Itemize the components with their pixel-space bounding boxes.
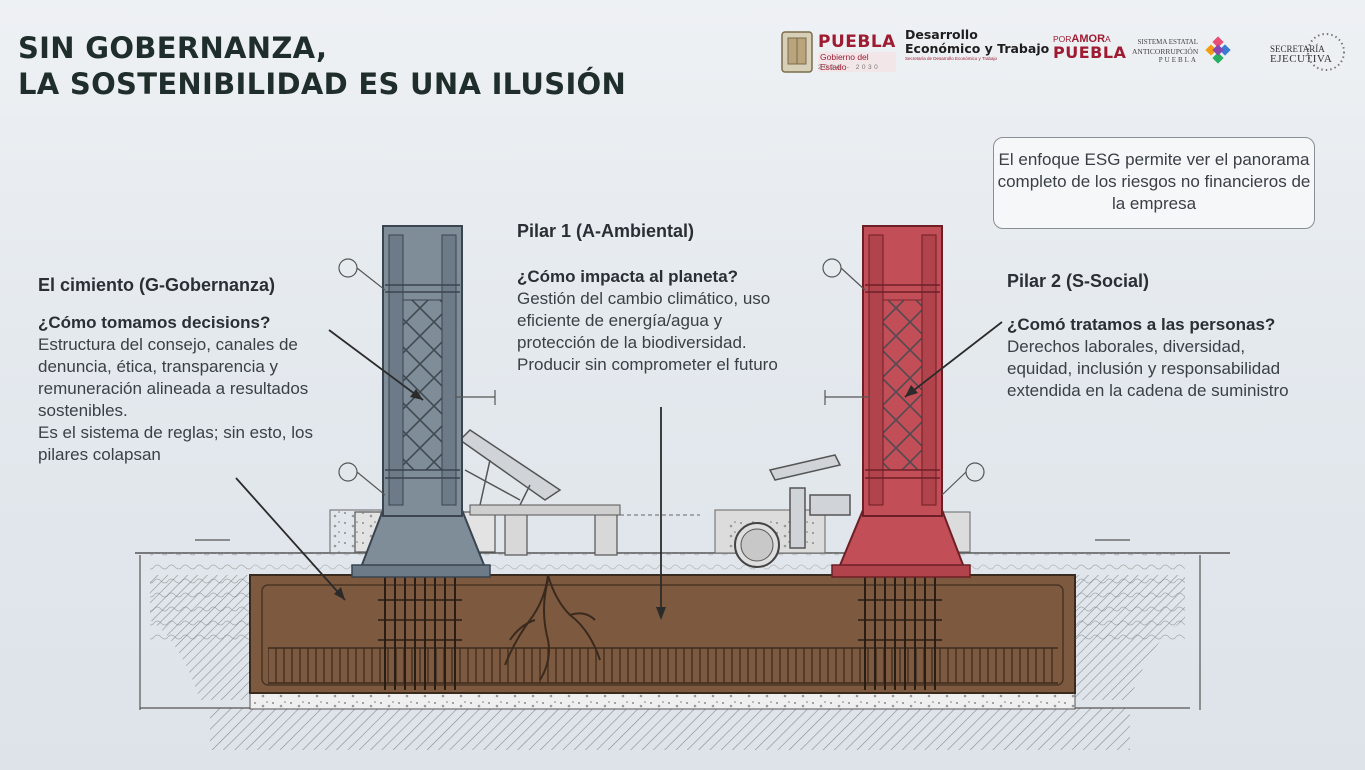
gobernanza-question: ¿Cómo tomamos decisions? — [38, 313, 271, 332]
coat-of-arms-icon — [781, 31, 813, 73]
social-heading: Pilar 2 (S-Social) — [1007, 271, 1150, 291]
pillar-red — [831, 225, 971, 578]
mosaic-icon — [1205, 36, 1231, 64]
logo-sistema-anticorrupcion: SISTEMA ESTATAL ANTICORRUPCIÓN PUEBLA — [1132, 36, 1232, 76]
ambiental-heading: Pilar 1 (A-Ambiental) — [517, 221, 695, 241]
pillar-gray — [351, 225, 491, 578]
page-title: SIN GOBERNANZA, LA SOSTENIBILIDAD ES UNA… — [18, 30, 626, 102]
esg-note-box: El enfoque ESG permite ver el panorama c… — [993, 137, 1315, 229]
social-body: Derechos laborales, diversidad, equidad,… — [1007, 337, 1289, 400]
ambiental-body: Gestión del cambio climático, uso eficie… — [517, 289, 778, 374]
logo-por-amor-a-puebla: PORAMORA PUEBLA — [1053, 33, 1127, 62]
logo-secretaria-ejecutiva: SECRETARÍA EJECUTIVA — [1268, 32, 1350, 76]
gobernanza-block: El cimiento (G-Gobernanza) ¿Cómo tomamos… — [38, 275, 353, 466]
ground-hatch — [210, 708, 1130, 750]
gobernanza-body-2: Es el sistema de reglas; sin esto, los p… — [38, 423, 313, 464]
solar-frame — [458, 429, 562, 506]
gobernanza-heading: El cimiento (G-Gobernanza) — [38, 275, 276, 295]
ambiental-block: Pilar 1 (A-Ambiental) ¿Cómo impacta al p… — [517, 221, 787, 376]
logo-desarrollo-economico: Desarrollo Económico y Trabajo Secretarí… — [905, 27, 1050, 62]
logos-bar: PUEBLA Gobierno del Estado 2024 - 2030 D… — [780, 28, 1350, 78]
esg-note-text: El enfoque ESG permite ver el panorama c… — [997, 150, 1311, 213]
title-line-2: LA SOSTENIBILIDAD ES UNA ILUSIÓN — [18, 67, 627, 101]
roots — [504, 574, 601, 681]
title-line-1: SIN GOBERNANZA, — [18, 31, 328, 65]
gobernanza-body: Estructura del consejo, canales de denun… — [38, 335, 309, 420]
ambiental-question: ¿Cómo impacta al planeta? — [517, 267, 739, 286]
dotted-circle-icon — [1307, 33, 1345, 71]
social-question: ¿Comó tratamos a las personas? — [1007, 315, 1276, 334]
logo-puebla-gobierno: PUEBLA Gobierno del Estado 2024 - 2030 — [780, 28, 896, 76]
social-block: Pilar 2 (S-Social) ¿Comó tratamos a las … — [1007, 271, 1307, 402]
